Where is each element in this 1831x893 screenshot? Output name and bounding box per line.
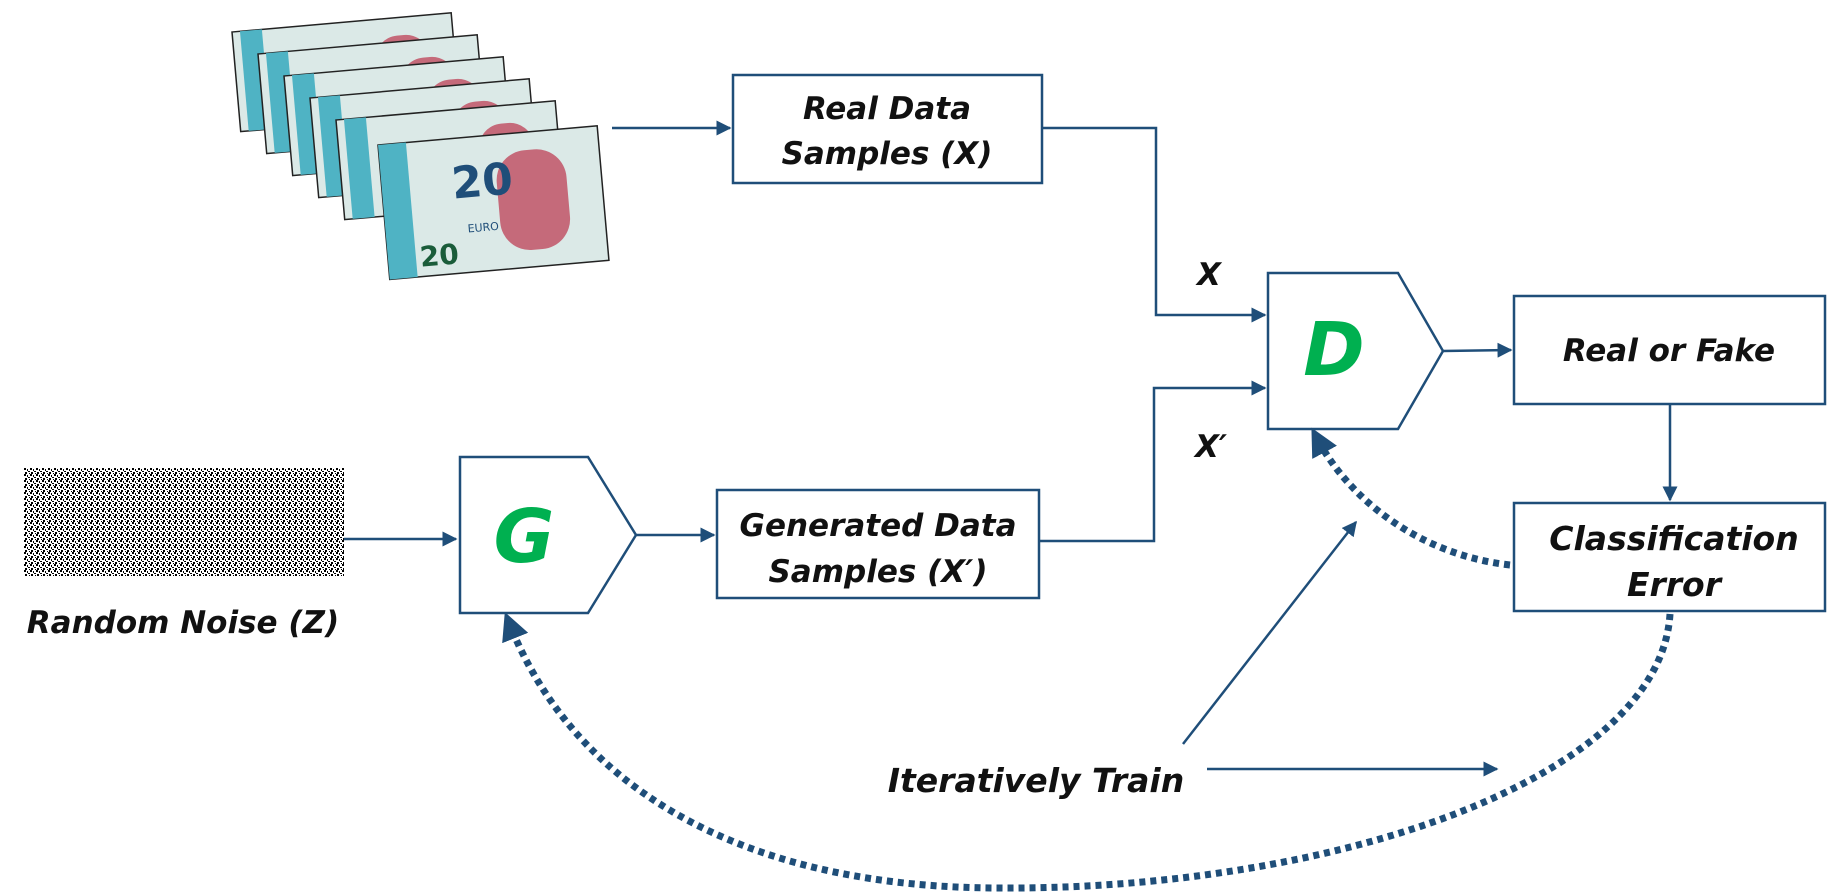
discriminator-block: D <box>1266 271 1445 431</box>
edge-label-x-prime: X′ <box>1193 429 1227 465</box>
edge-label-x: X <box>1195 257 1223 293</box>
real-data-samples-box: Real Data Samples (X) <box>731 73 1044 185</box>
banknote-image-front: 20 20 EURO <box>377 125 610 281</box>
feedback-error-to-discriminator <box>1311 427 1511 569</box>
svg-text:20: 20 <box>419 237 461 273</box>
generated-data-samples-box: Generated Data Samples (X′) <box>715 488 1041 600</box>
generated-data-line2: Samples (X′) <box>768 554 987 590</box>
generated-data-line1: Generated Data <box>740 508 1017 544</box>
random-noise-image <box>24 468 344 576</box>
generator-letter: G <box>494 494 555 580</box>
feedback-arcs <box>502 427 1674 892</box>
arrow-train-to-discriminator <box>1182 520 1357 745</box>
generator-block: G <box>458 455 638 615</box>
banknote-stack: 20 20 20 20 20 <box>231 12 610 281</box>
svg-text:EURO: EURO <box>467 220 500 236</box>
iteratively-train-label: Iteratively Train <box>888 761 1185 800</box>
arrow-generated-data-to-discriminator <box>1039 380 1267 543</box>
svg-text:20: 20 <box>449 153 514 209</box>
arrow-discriminator-to-real-or-fake <box>1442 342 1513 358</box>
connectors <box>344 120 1678 777</box>
feedback-error-to-generator <box>502 612 1674 892</box>
real-data-line1: Real Data <box>803 91 971 127</box>
classification-error-line2: Error <box>1627 565 1723 604</box>
classification-error-box: Classification Error <box>1512 501 1827 613</box>
random-noise-label: Random Noise (Z) <box>27 605 339 641</box>
arrow-real-data-to-discriminator <box>1042 126 1267 323</box>
real-or-fake-label: Real or Fake <box>1563 333 1775 369</box>
real-data-line2: Samples (X) <box>782 136 993 172</box>
discriminator-letter: D <box>1303 307 1364 393</box>
real-or-fake-box: Real or Fake <box>1512 294 1827 406</box>
classification-error-line1: Classification <box>1549 519 1798 558</box>
